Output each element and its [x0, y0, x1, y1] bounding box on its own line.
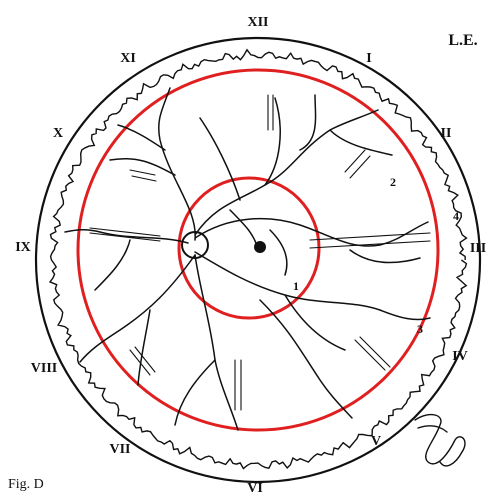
clock-hour-ii: II — [441, 126, 452, 141]
signature-mark-icon — [415, 415, 465, 466]
zone-label-3: 3 — [417, 322, 423, 336]
clock-hour-vi: VI — [247, 481, 263, 496]
zone-label-1: 1 — [293, 279, 299, 293]
clock-hour-x: X — [53, 126, 63, 141]
clock-hour-i: I — [366, 51, 371, 66]
clock-hour-vii: VII — [109, 442, 130, 457]
zone-ring-inner — [179, 178, 319, 318]
clock-hour-labels: XII I II III IV V VI VII VIII IX X XI — [15, 15, 486, 496]
clock-hour-ix: IX — [15, 240, 31, 255]
eye-label: L.E. — [448, 32, 477, 49]
clock-hour-iii: III — [470, 241, 486, 256]
retinal-vessels — [65, 88, 430, 430]
figure-caption: Fig. D — [8, 477, 44, 492]
clock-hour-xii: XII — [247, 15, 268, 30]
clock-hour-iv: IV — [452, 349, 468, 364]
ora-serrata-line — [50, 50, 467, 469]
clock-hour-viii: VIII — [31, 361, 57, 376]
zone-label-4: 4 — [453, 209, 459, 223]
clock-hour-v: V — [371, 434, 381, 449]
zone-label-2: 2 — [390, 175, 396, 189]
clock-hour-xi: XI — [120, 51, 136, 66]
